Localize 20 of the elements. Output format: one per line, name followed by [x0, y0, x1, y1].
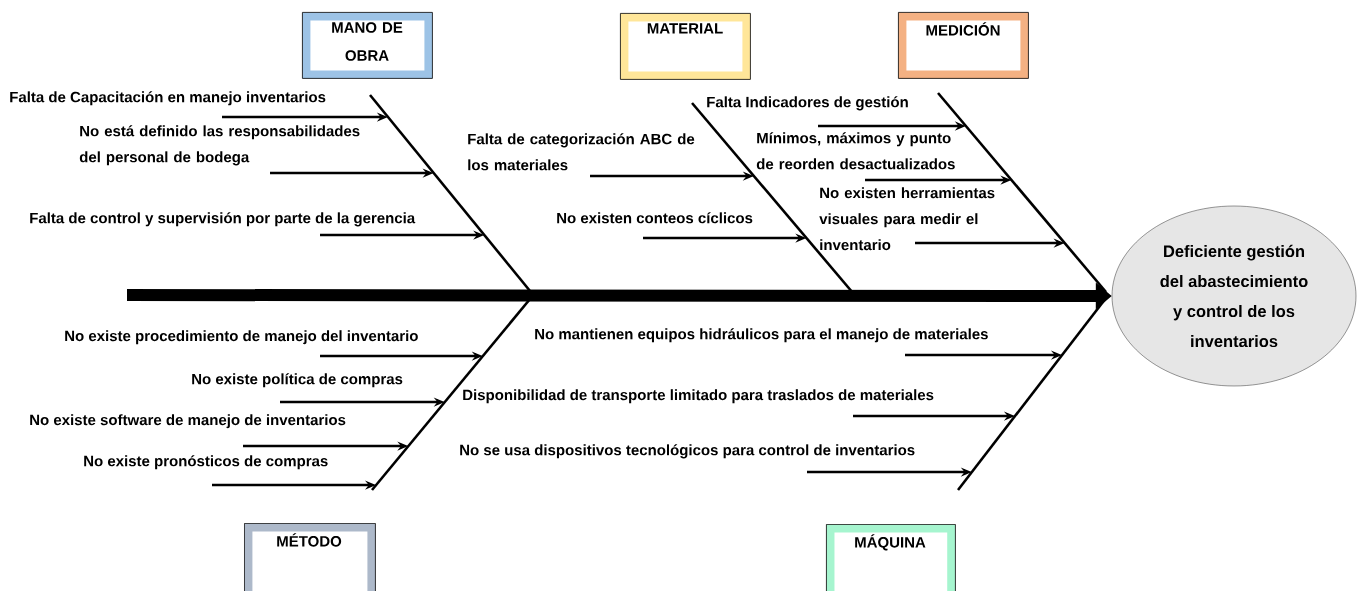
cause-text: Falta de categorización ABC de los materiales [468, 133, 695, 171]
cause-text: No existen conteos cíclicos [557, 212, 753, 224]
cause-text: No existe procedimiento de manejo del inventario [65, 330, 418, 345]
cause-text: Mínimos, máximos y punto de reorden desactualizados [756, 132, 955, 170]
cause-text: No existe software de manejo de inventarios [30, 414, 346, 429]
cause-text: No mantienen equipos hidráulicos para el manejo de materiales [535, 328, 988, 343]
cause-text: No existe pronósticos de compras [84, 455, 328, 470]
cause-text: Falta de control y supervisión por parte de la gerencia [30, 212, 416, 227]
category-box: MATERIAL [620, 13, 751, 80]
cause-text: No existe política de compras [192, 373, 403, 388]
category-box: MEDICIÓN [898, 12, 1029, 79]
cause-text: No está definido las responsabilidades del personal de bodega [79, 125, 360, 166]
cause-text: Falta de Capacitación en manejo inventarios [10, 91, 326, 106]
category-box: MÁQUINA [826, 524, 956, 591]
category-box: MÉTODO [244, 523, 376, 591]
cause-text: Disponibilidad de transporte limitado para traslados de materiales [463, 389, 934, 404]
cause-text: Falta Indicadores de gestión [707, 96, 908, 111]
cause-text: No se usa dispositivos tecnológicos para control de inventarios [460, 444, 915, 459]
category-box: MANO DE OBRA [302, 12, 433, 79]
cause-text: No existen herramientas visuales para medir el inventario [819, 187, 995, 251]
